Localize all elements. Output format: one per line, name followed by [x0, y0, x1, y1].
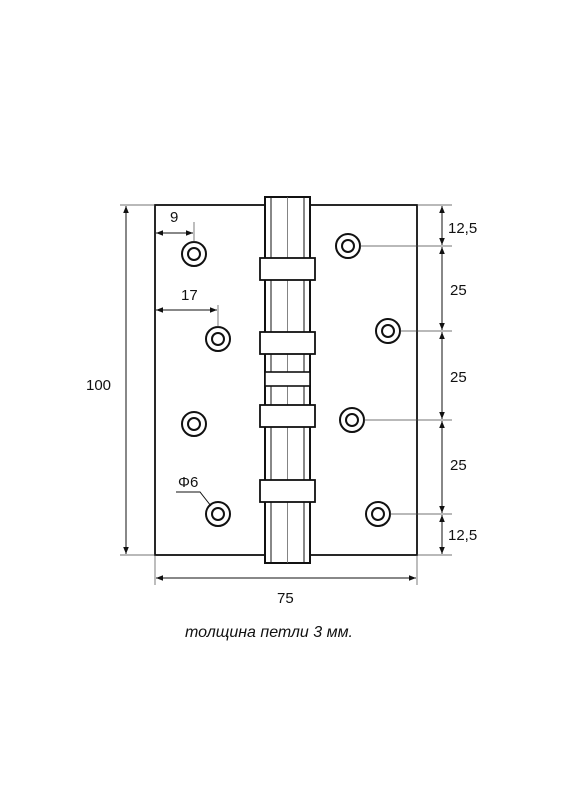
screw-hole: [375, 318, 401, 344]
right-plate: [309, 204, 418, 556]
screw-hole: [181, 241, 207, 267]
height-total-label: 100: [86, 377, 111, 394]
offset-x-far-label: 17: [181, 287, 198, 304]
screw-hole: [339, 407, 365, 433]
screw-hole: [181, 411, 207, 437]
screw-hole: [205, 501, 231, 527]
screw-hole: [365, 501, 391, 527]
hole-diameter-label: Φ6: [178, 474, 198, 491]
extension-lines: [120, 204, 452, 585]
left-plate: [154, 204, 266, 556]
dimension-lines: [123, 206, 445, 581]
spacing-3-label: 25: [450, 457, 467, 474]
spacing-bottom-label: 12,5: [448, 527, 477, 544]
right-holes: [335, 233, 401, 527]
caption: толщина петли 3 мм.: [185, 624, 353, 641]
spacing-2-label: 25: [450, 369, 467, 386]
offset-x-near-label: 9: [170, 209, 178, 226]
width-total-label: 75: [277, 590, 294, 607]
screw-hole: [335, 233, 361, 259]
spacing-1-label: 25: [450, 282, 467, 299]
spacing-top-label: 12,5: [448, 220, 477, 237]
screw-hole: [205, 326, 231, 352]
hinge-knuckle: [259, 196, 316, 564]
